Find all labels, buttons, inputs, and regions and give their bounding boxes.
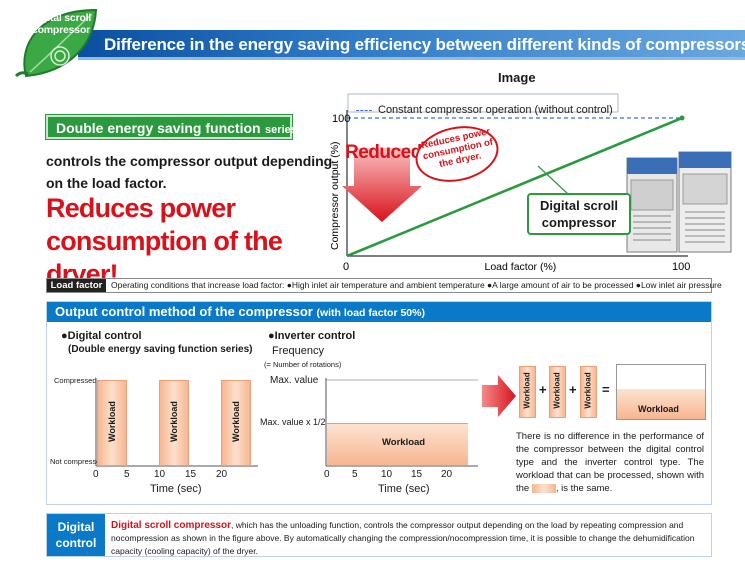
digital-x-tick: 0	[93, 469, 99, 480]
leaf-badge-icon	[14, 8, 98, 78]
x-tick-label: 100	[672, 261, 690, 273]
equation-bar-1	[519, 366, 536, 418]
inverter-y-note: (= Number of rotations)	[264, 360, 342, 369]
footer-body: , which has the unloading function, cont…	[111, 520, 695, 556]
legend-box	[347, 93, 619, 113]
inverter-x-tick: 10	[381, 469, 393, 480]
output-control-panel: Output control method of the compressor …	[46, 301, 712, 505]
plus-sign: +	[569, 382, 577, 397]
equation-workload-3: Workload	[583, 372, 593, 409]
equation-result-fill	[617, 389, 705, 419]
x-axis-label: Load factor (%)	[485, 261, 557, 273]
inverter-x-tick: 0	[324, 469, 330, 480]
not-compressed-label: Not compressed	[50, 457, 105, 466]
legend-dash-icon	[356, 109, 372, 111]
digital-control-heading: ●Digital control	[61, 330, 142, 342]
page-title: Difference in the energy saving efficien…	[104, 35, 745, 54]
equation-result-box	[616, 364, 706, 420]
digital-scroll-callout-text: Digital scroll compressor	[539, 198, 619, 230]
equivalence-note-end: , is the same.	[555, 483, 613, 494]
inverter-x-tick: 15	[411, 469, 423, 480]
digital-x-tick: 5	[124, 469, 130, 480]
footer-text: Digital scroll compressor, which has the…	[111, 519, 709, 558]
controls-text: controls the compressor output depending…	[46, 153, 333, 191]
compressed-label: Compressed	[54, 376, 97, 385]
red-arrow-icon	[482, 375, 516, 417]
digital-workload-bar-2	[159, 380, 189, 466]
reduction-arrow-icon	[342, 148, 422, 222]
load-factor-text: Operating conditions that increase load …	[111, 280, 722, 290]
digital-x-tick: 20	[216, 469, 228, 480]
equation-result-label: Workload	[638, 404, 679, 414]
load-factor-label: Load factor	[47, 279, 106, 292]
inverter-control-axes	[325, 378, 478, 467]
inverter-workload-label: Workload	[382, 437, 426, 448]
workload-swatch	[531, 483, 556, 493]
equation-workload-1: Workload	[522, 372, 532, 409]
header-band: Difference in the energy saving efficien…	[78, 30, 745, 60]
chart-legend: Constant compressor operation (without c…	[356, 104, 613, 116]
footer-highlight: Digital scroll compressor	[111, 520, 232, 531]
series-badge-main: Double energy saving function	[56, 120, 261, 136]
digital-workload-bar-1	[97, 380, 127, 466]
inverter-workload-bar	[327, 423, 468, 465]
digital-workload-label-2: Workload	[169, 401, 179, 442]
output-control-title-suffix: (with load factor 50%)	[316, 307, 425, 319]
max-value-label: Max. value	[270, 375, 319, 386]
equals-sign: =	[602, 382, 610, 397]
y-axis-label: Compressor output (%)	[329, 141, 341, 250]
dryer-machines-image	[626, 151, 732, 253]
digital-scroll-line	[346, 116, 683, 258]
series-badge: Double energy saving function series	[45, 114, 297, 140]
plus-sign: +	[539, 382, 547, 397]
inverter-control-heading: ●Inverter control	[268, 330, 356, 342]
digital-control-subheading: (Double energy saving function series)	[68, 344, 253, 355]
series-badge-suffix: series	[265, 124, 297, 136]
inverter-y-label: Frequency	[272, 345, 324, 357]
digital-x-tick: 15	[185, 469, 197, 480]
digital-workload-label-1: Workload	[107, 401, 117, 442]
digital-x-label: Time (sec)	[150, 483, 202, 495]
footer-label: Digital control	[47, 514, 105, 556]
equivalence-note-text: There is no difference in the performanc…	[516, 431, 704, 494]
digital-control-footer: Digital control Digital scroll compresso…	[46, 513, 712, 557]
reduces-title: Reduces power consumption of the dryer!	[46, 193, 283, 289]
y-tick-label: 100	[332, 113, 350, 125]
output-control-header: Output control method of the compressor …	[47, 302, 711, 322]
digital-control-axes	[95, 378, 258, 467]
callout-pointer	[537, 165, 569, 195]
equivalence-note: There is no difference in the performanc…	[516, 430, 704, 495]
equation-bar-3	[580, 366, 597, 418]
load-factor-strip: Load factor Operating conditions that in…	[46, 278, 722, 293]
digital-workload-bar-3	[221, 380, 251, 466]
inverter-x-tick: 20	[441, 469, 453, 480]
reduced-label: Reduced	[345, 142, 422, 163]
inverter-x-tick: 5	[352, 469, 358, 480]
half-max-value-label: Max. value x 1/2	[260, 417, 326, 427]
line-endpoint	[679, 115, 685, 121]
equation-bar-2	[549, 366, 566, 418]
digital-x-tick: 10	[154, 469, 166, 480]
inverter-x-label: Time (sec)	[378, 483, 430, 495]
legend-label: Constant compressor operation (without c…	[378, 104, 613, 116]
digital-workload-label-3: Workload	[231, 401, 241, 442]
image-label: Image	[498, 70, 536, 85]
leaf-badge-text: Digital scroll compressor	[30, 12, 92, 36]
x-tick-label: 0	[343, 261, 349, 273]
digital-scroll-callout	[527, 193, 631, 235]
equation-workload-2: Workload	[552, 372, 562, 409]
output-control-title: Output control method of the compressor	[55, 304, 313, 319]
